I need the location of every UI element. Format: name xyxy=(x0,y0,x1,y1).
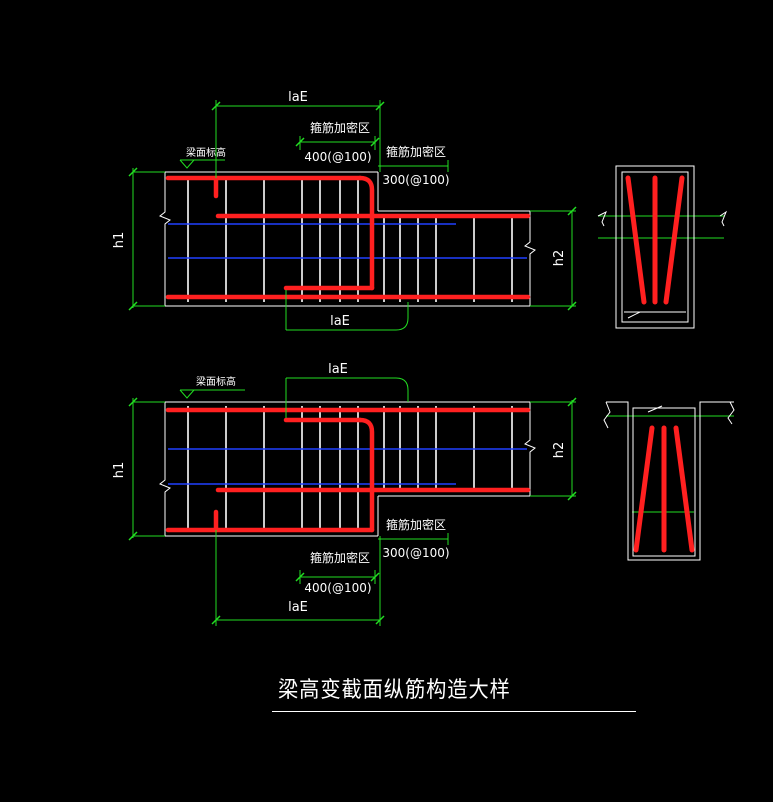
lower-laE-bottom-label: laE xyxy=(288,600,308,615)
upper-h1-label: h1 xyxy=(112,232,127,249)
lower-laE-top-label: laE xyxy=(328,362,348,377)
lower-stirrup-zone-label-left: 箍筋加密区 xyxy=(310,550,370,565)
upper-stirrup-zone-label-left: 箍筋加密区 xyxy=(310,120,370,135)
lower-elevation-detail: laE 梁面标高 h1 h2 箍筋加密区 300(@100) 箍筋加密区 400… xyxy=(112,362,577,626)
upper-stirrup-zone-label-right: 箍筋加密区 xyxy=(386,144,446,159)
lower-side-bars xyxy=(168,448,527,485)
upper-main-rebars xyxy=(165,175,531,300)
upper-h2-label: h2 xyxy=(552,250,567,267)
upper-stirrups xyxy=(187,176,513,302)
lower-main-rebars xyxy=(165,407,531,533)
upper-dim-300: 300(@100) xyxy=(382,173,449,187)
lower-dimensions xyxy=(132,377,576,626)
upper-side-bars xyxy=(168,223,527,259)
upper-laE-bottom-label: laE xyxy=(330,314,350,329)
upper-dim-400: 400(@100) xyxy=(304,150,371,164)
upper-dim-ticks xyxy=(128,101,577,311)
drawing-title: 梁高变截面纵筋构造大样 xyxy=(278,678,511,703)
upper-beam-top-elevation: 梁面标高 xyxy=(186,146,226,159)
lower-dim-ticks xyxy=(128,397,577,625)
lower-dim-300: 300(@100) xyxy=(382,546,449,560)
title-underline xyxy=(272,711,636,712)
upper-beam-outline xyxy=(159,171,536,307)
lower-dim-400: 400(@100) xyxy=(304,581,371,595)
lower-beam-outline xyxy=(159,401,536,537)
upper-cross-section xyxy=(597,165,728,329)
upper-laE-label: laE xyxy=(288,90,308,105)
lower-stirrup-zone-label-right: 箍筋加密区 xyxy=(386,517,446,532)
lower-stirrups xyxy=(187,406,513,532)
lower-cross-section xyxy=(603,401,735,561)
upper-elevation-detail: laE 箍筋加密区 400(@100) 箍筋加密区 300(@100) 梁面标高… xyxy=(112,90,577,331)
lower-h1-label: h1 xyxy=(112,462,127,479)
upper-dimensions xyxy=(132,100,576,331)
lower-beam-top-elevation: 梁面标高 xyxy=(196,375,236,388)
lower-h2-label: h2 xyxy=(552,442,567,459)
